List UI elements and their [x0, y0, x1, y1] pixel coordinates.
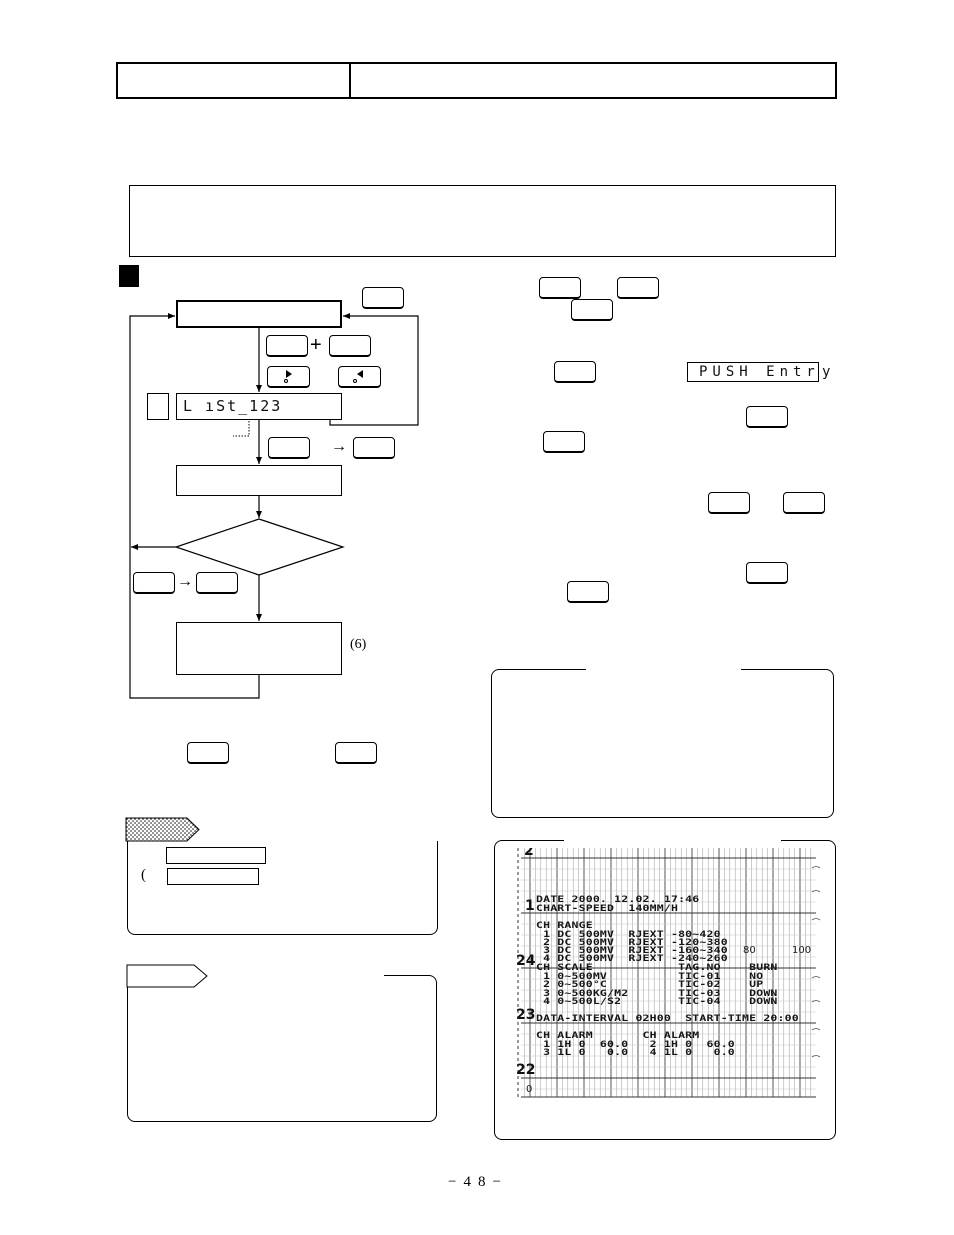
section-header — [116, 62, 837, 99]
printout-line: CH ALARM CH ALARM — [536, 1029, 700, 1041]
key-button — [268, 437, 310, 459]
printout-line: DATE 2000. 12.02. 17:46 — [536, 893, 700, 905]
chart-edge-mark — [811, 1000, 821, 1003]
printout-line: 1 1H 0 60.0 2 1H 0 60.0 — [536, 1038, 735, 1050]
key-button — [133, 572, 175, 594]
flow-step-end-box — [176, 622, 342, 675]
key-button — [746, 562, 788, 584]
printout-line: 4 0~500L/S2 TIC-04 DOWN — [536, 995, 778, 1007]
key-dot-icon — [353, 379, 357, 383]
scale-label: 80 — [743, 945, 756, 956]
key-button — [571, 299, 613, 321]
key-button — [187, 742, 229, 764]
chart-edge-mark — [811, 1028, 821, 1031]
key-button — [746, 406, 788, 428]
step-reference: (6) — [350, 637, 367, 652]
scale-label: 0 — [526, 1084, 533, 1095]
printout-line: 3 DC 500MV RJEXT -160~340 — [536, 944, 728, 956]
printout-line: 3 0~500KG/M2 TIC-03 DOWN — [536, 987, 778, 999]
key-button — [708, 492, 750, 514]
printout-line: 2 DC 500MV RJEXT -120~380 — [536, 936, 728, 948]
info-box — [491, 668, 834, 818]
printout-box-title-gap — [564, 839, 781, 843]
chart-edge-mark — [811, 890, 821, 893]
arrow-sign: → — [331, 438, 347, 455]
printout-line: 2 0~500°C TIC-02 UP — [536, 978, 764, 990]
chart-edge-mark — [811, 918, 821, 921]
key-button — [539, 277, 581, 299]
list-display-box: L ıSt_123 — [176, 393, 342, 420]
hour-label: 1 — [525, 898, 535, 914]
hour-label: 24 — [516, 953, 536, 969]
push-entry-display-text: PUSH Entr — [699, 364, 820, 380]
key-button-combo-right — [329, 335, 371, 357]
printout-line: 3 1L 0 0.0 4 1L 0 0.0 — [536, 1046, 735, 1058]
hint-reference-box — [167, 868, 259, 885]
loop-return-right — [329, 313, 419, 426]
key-button — [196, 572, 238, 594]
key-button — [783, 492, 825, 514]
key-button-combo-left — [266, 335, 308, 357]
caution-note-box — [126, 974, 437, 1122]
push-entry-display: PUSH Entr — [687, 362, 819, 382]
chart-edge-mark — [811, 976, 821, 979]
decision-diamond — [174, 518, 345, 576]
back-key-button — [338, 366, 381, 388]
flow-step-print-box — [176, 465, 342, 496]
scale-label: 100 — [792, 945, 812, 956]
hour-label: 2 — [524, 848, 534, 859]
printout-line: 1 0~500MV TIC-01 NO — [536, 970, 764, 982]
key-button — [543, 431, 585, 453]
key-button — [362, 287, 404, 309]
key-dot-icon — [284, 379, 288, 383]
push-entry-display-overflow: y — [822, 364, 831, 380]
chart-printout-image: 2 1 24 23 22 0 80 100 DATE 2000. 12.02. … — [516, 848, 822, 1100]
cursor-pointer-dotted — [233, 421, 250, 437]
section-header-number-cell — [118, 64, 351, 97]
hint-reference-box — [166, 847, 266, 864]
flow-step-start-box — [176, 300, 342, 328]
key-button — [567, 581, 609, 603]
chart-paper-grid — [517, 848, 821, 1098]
hint-note-box: ( — [127, 841, 438, 935]
printout-line: DATA-INTERVAL 02H00 START-TIME 20:00 — [536, 1012, 799, 1024]
section-header-title-cell — [353, 64, 835, 97]
plus-sign: + — [310, 334, 322, 356]
caution-box-title-gap — [126, 974, 384, 978]
info-box-title-gap — [586, 668, 741, 672]
arrow-sign: → — [177, 573, 193, 590]
chart-edge-mark — [811, 1055, 821, 1058]
key-button — [617, 277, 659, 299]
key-button — [554, 361, 596, 383]
list-display-text: L ıSt_123 — [183, 397, 283, 415]
printout-line: CH SCALE TAG.NO BURN — [536, 961, 778, 973]
description-box — [129, 185, 836, 257]
printout-line: CHART-SPEED 140MM/H — [536, 902, 679, 914]
page-number: −48− — [448, 1174, 508, 1190]
printout-line: 4 DC 500MV RJEXT -240~260 — [536, 952, 728, 964]
black-square-icon — [119, 265, 139, 287]
forward-key-button — [267, 366, 310, 388]
right-triangle-icon — [286, 370, 292, 378]
left-triangle-icon — [357, 370, 363, 378]
chart-edge-mark — [811, 866, 821, 869]
hour-label: 23 — [516, 1007, 536, 1023]
printout-line: CH RANGE — [536, 919, 593, 931]
printout-line: 1 DC 500MV RJEXT -80~420 — [536, 928, 721, 940]
key-button — [335, 742, 377, 764]
display-indicator-box — [147, 393, 169, 420]
open-paren: ( — [141, 867, 146, 883]
key-button — [353, 437, 395, 459]
hour-label: 22 — [516, 1062, 536, 1078]
loop-return-left — [129, 313, 260, 699]
